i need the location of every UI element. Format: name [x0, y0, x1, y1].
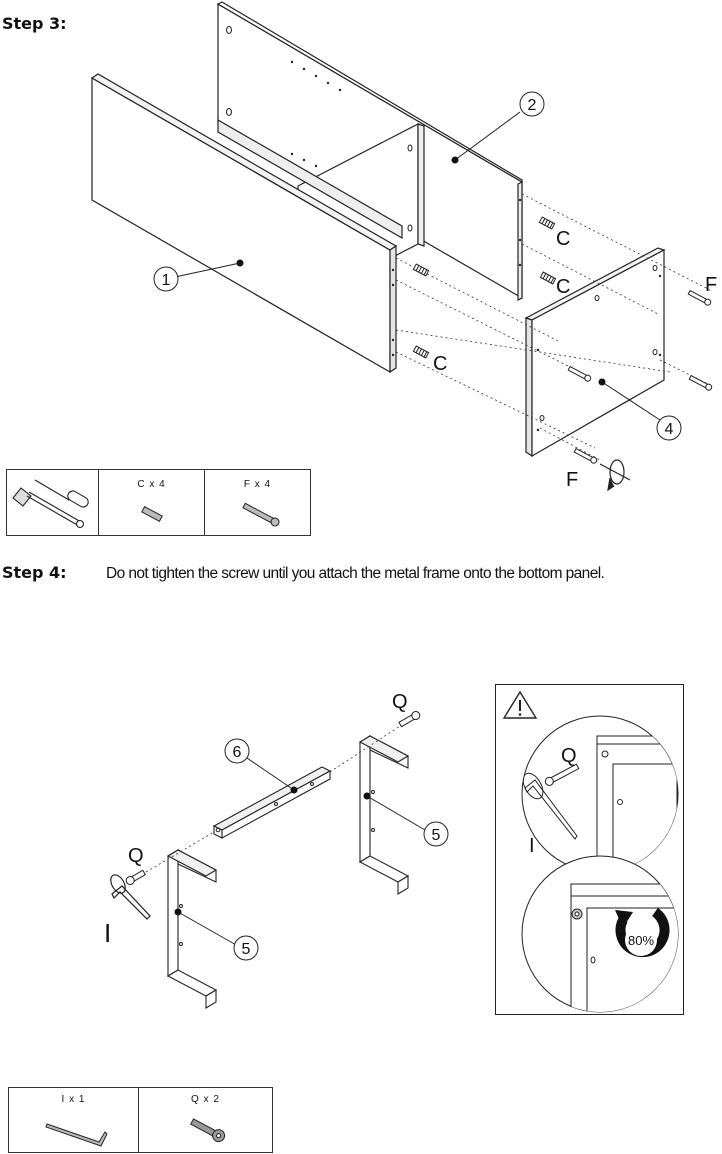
label-c-3: C: [433, 353, 447, 375]
callout-part-2: 2: [528, 97, 537, 114]
label-f-2: F: [566, 469, 578, 491]
label-q-top: Q: [392, 691, 408, 713]
step4-note: Do not tighten the screw until you attac…: [106, 565, 605, 582]
dowel-icon: [141, 505, 163, 523]
allen-key-icon: [45, 1123, 108, 1147]
bolt-icon: [190, 1118, 226, 1143]
hardware-label-f: F x 4: [243, 479, 272, 490]
screw-icon: [242, 502, 280, 527]
tools-icon: [12, 479, 89, 529]
step3-title: Step 3:: [2, 14, 67, 33]
label-c-1: C: [556, 228, 570, 250]
inset-label-q: Q: [561, 745, 577, 767]
label-i-left: I: [104, 918, 111, 948]
label-c-2: C: [556, 276, 570, 298]
callout-part-1: 1: [162, 272, 171, 289]
rotate-icon: [599, 459, 631, 492]
hardware-cell-c: C x 4: [99, 470, 205, 535]
step4-inset: Q I 80%: [495, 684, 684, 1015]
hardware-cell-f: F x 4: [205, 470, 310, 535]
hardware-cell-tools: [7, 470, 99, 535]
inset-percent: 80%: [628, 933, 654, 948]
inset-label-i: I: [529, 835, 535, 857]
callout-part-4: 4: [665, 421, 674, 438]
callout-part-6: 6: [233, 744, 242, 761]
step4-diagram: 6 5 5 Q Q I: [104, 691, 449, 1009]
label-f-1: F: [705, 274, 717, 296]
step4-title: Step 4:: [2, 563, 67, 582]
warning-triangle-icon: [502, 690, 538, 719]
hardware-cell-q: Q x 2: [139, 1088, 272, 1152]
label-q-left: Q: [128, 845, 144, 867]
callout-part-5-left: 5: [242, 941, 251, 958]
step4-hardware-table: I x 1 Q x 2: [8, 1087, 273, 1153]
hardware-label-q: Q x 2: [191, 1094, 220, 1105]
step3-diagram: 1 2 4 C C C F F: [90, 1, 717, 492]
side-panel: [531, 249, 665, 458]
rotate-80-icon: [615, 907, 670, 958]
callout-part-5-right: 5: [432, 827, 441, 844]
hardware-label-i: I x 1: [61, 1094, 86, 1105]
hardware-cell-i: I x 1: [9, 1088, 139, 1152]
step3-hardware-table: C x 4 F x 4: [6, 469, 311, 536]
hardware-label-c: C x 4: [137, 479, 166, 490]
